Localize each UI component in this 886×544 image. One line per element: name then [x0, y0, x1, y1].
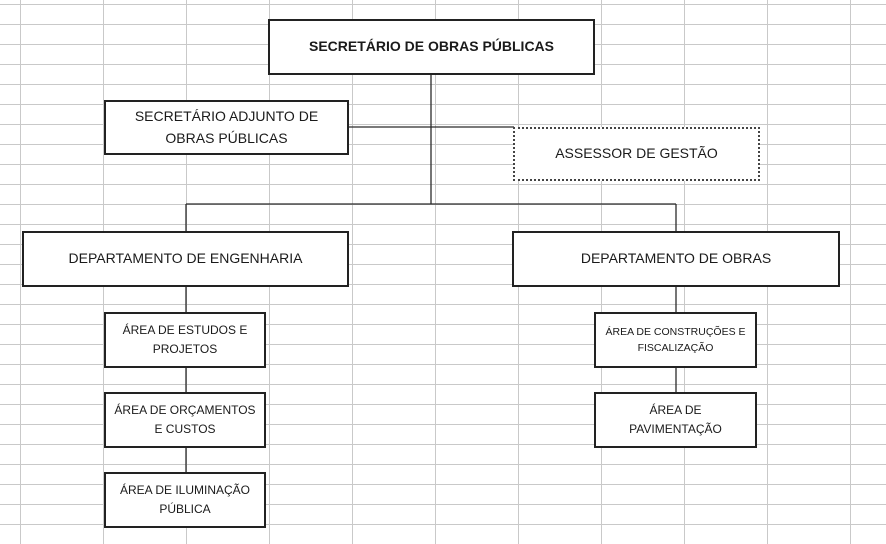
node-deputy-label: SECRETÁRIO ADJUNTO DE OBRAS PÚBLICAS: [134, 107, 319, 146]
node-area-construction-label: ÁREA DE CONSTRUÇÕES E FISCALIZAÇÃO: [605, 325, 746, 354]
node-deputy: SECRETÁRIO ADJUNTO DE OBRAS PÚBLICAS: [104, 100, 349, 155]
node-advisor: ASSESSOR DE GESTÃO: [513, 127, 760, 181]
node-dept-works: DEPARTAMENTO DE OBRAS: [512, 231, 840, 287]
node-area-studies: ÁREA DE ESTUDOS E PROJETOS: [104, 312, 266, 368]
node-advisor-label: ASSESSOR DE GESTÃO: [555, 145, 718, 162]
node-area-lighting-label: ÁREA DE ILUMINAÇÃO PÚBLICA: [119, 483, 251, 516]
node-secretary: SECRETÁRIO DE OBRAS PÚBLICAS: [268, 19, 595, 75]
node-dept-works-label: DEPARTAMENTO DE OBRAS: [580, 250, 772, 267]
node-area-paving: ÁREA DE PAVIMENTAÇÃO: [594, 392, 757, 448]
node-area-studies-label: ÁREA DE ESTUDOS E PROJETOS: [122, 323, 248, 356]
node-area-budgets-label: ÁREA DE ORÇAMENTOS E CUSTOS: [114, 403, 256, 436]
node-dept-engineering-label: DEPARTAMENTO DE ENGENHARIA: [68, 250, 303, 267]
node-area-budgets: ÁREA DE ORÇAMENTOS E CUSTOS: [104, 392, 266, 448]
node-area-construction: ÁREA DE CONSTRUÇÕES E FISCALIZAÇÃO: [594, 312, 757, 368]
node-secretary-label: SECRETÁRIO DE OBRAS PÚBLICAS: [308, 38, 555, 55]
node-area-paving-label: ÁREA DE PAVIMENTAÇÃO: [629, 403, 722, 436]
node-area-lighting: ÁREA DE ILUMINAÇÃO PÚBLICA: [104, 472, 266, 528]
node-dept-engineering: DEPARTAMENTO DE ENGENHARIA: [22, 231, 349, 287]
